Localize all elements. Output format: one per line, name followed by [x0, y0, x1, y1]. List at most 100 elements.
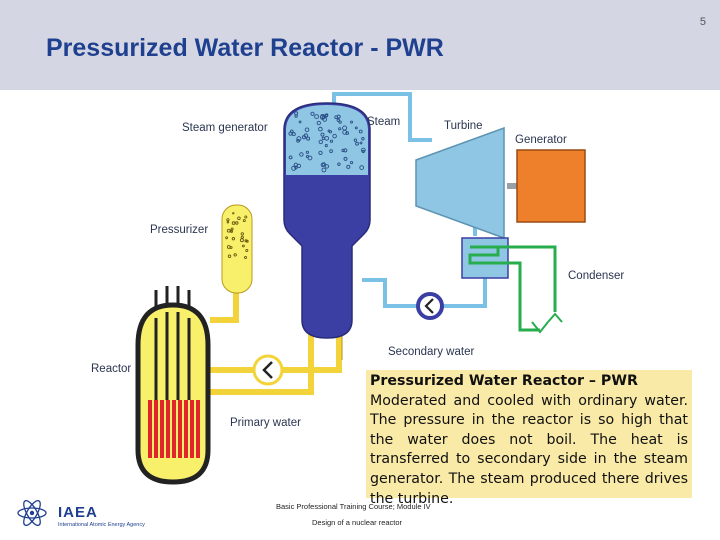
condenser [461, 237, 563, 334]
bubble [361, 149, 365, 154]
bubble [343, 148, 348, 153]
footer-course: Basic Professional Training Course; Modu… [276, 502, 431, 511]
bubble [329, 149, 333, 153]
bubble [318, 139, 323, 145]
bubble [320, 132, 325, 137]
bubble [350, 120, 353, 124]
bubble [225, 236, 229, 240]
bubble [343, 156, 348, 161]
pressurizer [221, 204, 253, 294]
fuel-rods [148, 400, 200, 458]
bubble [316, 120, 321, 126]
bubble [305, 150, 309, 154]
bubble [353, 138, 358, 142]
logo-text: IAEA [58, 504, 98, 521]
bubble [324, 164, 330, 169]
bubble [360, 147, 366, 153]
primary-pump-icon [252, 354, 284, 386]
bubble [245, 248, 249, 253]
description-body: Moderated and cooled with ordinary water… [370, 392, 688, 507]
bubble [346, 164, 351, 169]
bubble [294, 165, 298, 170]
bubble [314, 114, 319, 120]
bubble [233, 253, 237, 257]
cooling-water-inlet [498, 261, 540, 332]
bubble [291, 165, 297, 171]
bubble [320, 162, 326, 168]
bubble [354, 126, 358, 130]
bubble [359, 141, 363, 145]
bubble [306, 136, 311, 141]
bubble [338, 120, 342, 124]
bubble [296, 138, 300, 143]
label-condenser: Condenser [568, 270, 624, 282]
bubble [341, 148, 345, 153]
turbine [415, 126, 505, 240]
bubble [235, 221, 239, 225]
bubble [336, 118, 340, 122]
pressurizer-bubbles [225, 212, 249, 259]
bubble [294, 114, 298, 118]
bubble [226, 245, 231, 249]
secondary-pump-icon [416, 292, 444, 320]
bubble [237, 216, 241, 221]
iaea-logo: IAEA International Atomic Energy Agency [14, 496, 164, 532]
bubble [288, 155, 293, 160]
bubble [231, 237, 236, 241]
cooling-water-outlet [498, 245, 557, 312]
bubble [318, 150, 323, 156]
footer-module: Design of a nuclear reactor [312, 518, 403, 527]
bubble [320, 113, 326, 119]
bubble [342, 129, 348, 135]
bubble [337, 162, 341, 166]
description-title: Pressurized Water Reactor – PWR [370, 373, 638, 389]
bubble [298, 120, 302, 124]
bubble [332, 133, 337, 139]
label-steam-generator: Steam generator [182, 122, 268, 134]
bubble [296, 163, 302, 169]
bubble [329, 139, 334, 143]
label-secondary-water: Secondary water [388, 346, 474, 358]
bubble [240, 232, 244, 236]
label-reactor: Reactor [91, 363, 131, 375]
bubble [226, 228, 231, 233]
bubble [321, 136, 326, 141]
bubble [244, 256, 247, 259]
bubble [227, 254, 232, 258]
description-box: Pressurized Water Reactor – PWR Moderate… [366, 370, 692, 507]
label-primary-water: Primary water [230, 417, 301, 429]
page-number: 5 [699, 16, 706, 28]
bubble [232, 212, 235, 215]
label-generator: Generator [515, 134, 567, 146]
bubble [230, 227, 234, 231]
bubble [338, 127, 342, 131]
reactor-vessel [135, 286, 211, 485]
bubble [358, 129, 363, 134]
bubble [321, 162, 326, 167]
bubble [307, 155, 313, 161]
bubble [324, 144, 328, 148]
bubble [334, 115, 339, 120]
bubble [299, 152, 304, 157]
slide-title: Pressurized Water Reactor - PWR [46, 34, 444, 62]
bubble [245, 239, 249, 243]
bubble [304, 127, 310, 133]
bubble [244, 215, 248, 219]
bubble [242, 219, 246, 223]
bubble [361, 137, 365, 141]
control-rods-inner [154, 312, 191, 400]
bubble [226, 220, 230, 224]
bubble [296, 136, 302, 142]
bubble [310, 111, 315, 116]
bubble [349, 161, 354, 165]
bubble [303, 133, 309, 138]
shaft [507, 183, 517, 189]
label-pressurizer: Pressurizer [150, 224, 208, 236]
bubble [345, 131, 350, 135]
logo-subtext: International Atomic Energy Agency [58, 522, 145, 528]
bubble [355, 141, 359, 146]
bubble [318, 126, 323, 132]
steam-generator [283, 102, 371, 339]
feedwater-pipe [362, 278, 426, 308]
